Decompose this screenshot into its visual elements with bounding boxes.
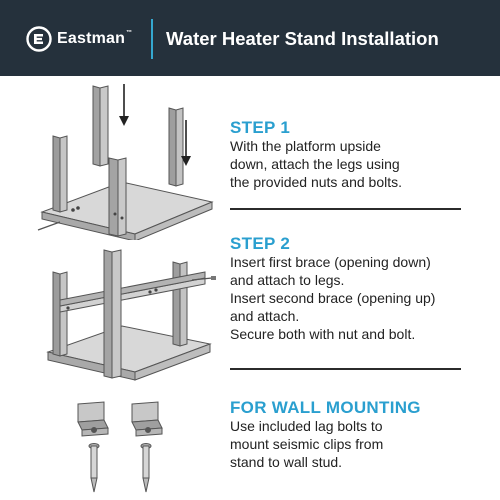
wall-mounting-line: mount seismic clips from [230, 436, 384, 452]
seismic-clips-lag-bolts-illustration [77, 401, 163, 493]
wall-mounting-line: stand to wall stud. [230, 454, 343, 470]
step-2-line: Insert first brace (opening down) [230, 254, 431, 270]
step-2-text: Insert first brace (opening down) and at… [230, 253, 435, 343]
wall-mounting-text: Use included lag bolts to mount seismic … [230, 417, 383, 471]
step-2-line: Secure both with nut and bolt. [230, 326, 416, 342]
step-2-line: Insert second brace (opening up) [230, 290, 436, 306]
step-1-text: With the platform upside down, attach th… [230, 137, 402, 191]
brand-name: Eastman™ [57, 30, 133, 47]
page-title: Water Heater Stand Installation [166, 28, 439, 49]
wall-mounting-heading: FOR WALL MOUNTING [230, 398, 421, 417]
step-1-line: With the platform upside [230, 138, 381, 154]
step-2-line: and attach to legs. [230, 272, 345, 288]
wall-mounting-line: Use included lag bolts to [230, 418, 383, 434]
header-bar: Eastman™ Water Heater Stand Installation [0, 0, 500, 76]
section-divider-2 [230, 368, 461, 370]
step-2-line: and attach. [230, 308, 300, 324]
step-1-line: the provided nuts and bolts. [230, 174, 403, 190]
stand-legs-assembly-illustration [37, 84, 214, 240]
eastman-logo-icon [26, 26, 52, 52]
step-2-heading: STEP 2 [230, 234, 291, 253]
stand-brace-assembly-illustration [46, 249, 216, 381]
step-1-line: down, attach the legs using [230, 156, 400, 172]
brand-logo: Eastman™ [26, 26, 132, 52]
section-divider-1 [230, 208, 461, 210]
step-1-heading: STEP 1 [230, 118, 291, 137]
header-divider [151, 19, 153, 59]
